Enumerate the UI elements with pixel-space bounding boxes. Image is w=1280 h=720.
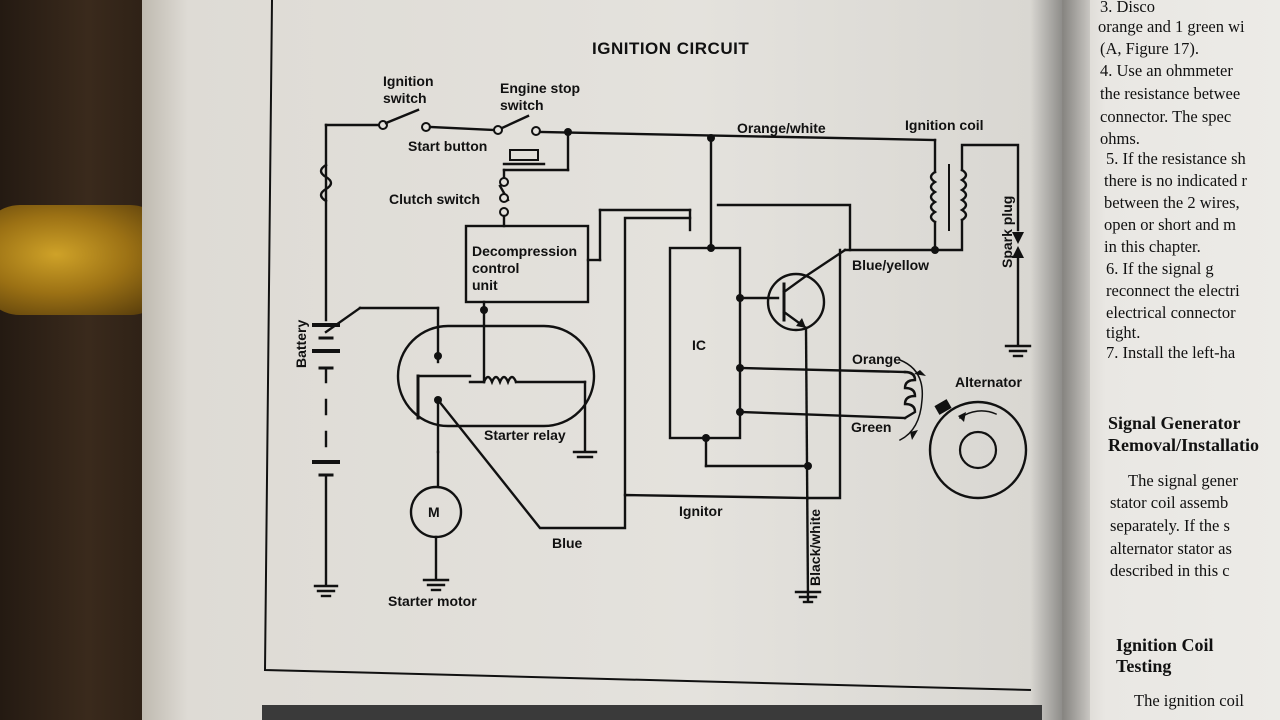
text-line: separately. If the s (1110, 516, 1230, 535)
text-line: connector. The spec (1100, 107, 1232, 126)
ignition-switch-label: Ignition (383, 73, 434, 89)
blue-wire (436, 398, 810, 530)
ground-icon (313, 584, 339, 598)
book-gutter (1030, 0, 1090, 720)
text-line: between the 2 wires, (1104, 193, 1240, 212)
text-line: ohms. (1100, 129, 1140, 148)
text-line: tight. (1106, 323, 1141, 342)
ic-label: IC (692, 337, 706, 353)
black-white-label: Black/white (807, 509, 823, 586)
text-line: 5. If the resistance sh (1106, 149, 1246, 168)
text-line: The ignition coil (1134, 691, 1244, 710)
orange-wire (738, 366, 907, 374)
orange-white-label: Orange/white (737, 120, 826, 136)
green-wire (738, 410, 907, 420)
ignition-coil-label: Ignition coil (905, 117, 984, 133)
relay-coil-icon (482, 375, 518, 386)
ignition-switch-blade (384, 108, 420, 125)
starter-motor-label: Starter motor (388, 593, 477, 609)
text-line: 3. Disco (1100, 0, 1155, 16)
section-heading: Testing (1116, 656, 1172, 676)
blue-yellow-label: Blue/yellow (852, 257, 929, 273)
text-line: 6. If the signal g (1106, 259, 1214, 278)
text-line: reconnect the electri (1106, 281, 1240, 300)
text-line: orange and 1 green wi (1098, 17, 1245, 36)
clutch-switch-symbol (498, 168, 510, 228)
decompression-label: control (472, 260, 519, 276)
text-line: in this chapter. (1104, 237, 1201, 256)
start-button-label: Start button (408, 138, 487, 154)
text-line: the resistance betwee (1100, 84, 1241, 103)
blue-label: Blue (552, 535, 583, 551)
diagram-frame (263, 0, 1032, 692)
starter-relay (396, 324, 596, 428)
fuse-symbol (319, 163, 333, 203)
green-label: Green (851, 419, 891, 435)
screwdriver-handle (0, 205, 170, 315)
battery-symbol (312, 123, 340, 587)
decompression-label: unit (472, 277, 498, 293)
text-line: there is no indicated r (1104, 171, 1247, 190)
start-button-symbol (502, 130, 570, 172)
text-line: electrical connector (1106, 303, 1236, 322)
text-line: described in this c (1110, 561, 1230, 580)
ground-icon (422, 578, 450, 592)
battery-label: Battery (293, 320, 309, 368)
text-line: 7. Install the left-ha (1106, 343, 1236, 362)
starter-relay-label: Starter relay (484, 427, 566, 443)
decompression-control-unit (464, 224, 590, 304)
text-line: 4. Use an ohmmeter (1100, 61, 1233, 80)
section-heading: Ignition Coil (1116, 635, 1214, 655)
diagram-title: IGNITION CIRCUIT (592, 39, 749, 58)
alternator-label: Alternator (955, 374, 1022, 390)
motor-symbol-label: M (428, 504, 440, 520)
text-line: (A, Figure 17). (1100, 39, 1199, 58)
spark-plug-symbol (1004, 232, 1032, 358)
text-line: open or short and m (1104, 215, 1236, 234)
desk-background (0, 0, 160, 720)
spark-plug-label: Spark plug (999, 196, 1015, 268)
right-page: 3. Disco orange and 1 green wi (A, Figur… (1062, 0, 1280, 720)
ground-icon (572, 450, 598, 459)
ground-icon (794, 590, 822, 604)
engine-stop-switch-label: Engine stop (500, 80, 580, 96)
engine-stop-switch-label: switch (500, 97, 544, 113)
text-line: stator coil assemb (1110, 493, 1229, 512)
alternator-symbol (928, 399, 1028, 500)
ignition-coil-symbol (929, 138, 1020, 254)
section-heading: Signal Generator (1108, 413, 1241, 433)
text-line: alternator stator as (1110, 539, 1232, 558)
bottom-photo-strip (262, 705, 1042, 720)
engine-stop-switch-blade (500, 114, 530, 130)
orange-label: Orange (852, 351, 901, 367)
section-heading: Removal/Installatio (1108, 435, 1259, 455)
left-page (142, 0, 1062, 720)
ignition-switch-label: switch (383, 90, 427, 106)
decompression-label: Decompression (472, 243, 577, 259)
text-line: The signal gener (1128, 471, 1238, 490)
clutch-switch-label: Clutch switch (389, 191, 480, 207)
pickup-coil-icon (903, 370, 917, 420)
ignitor-label: Ignitor (679, 503, 723, 519)
